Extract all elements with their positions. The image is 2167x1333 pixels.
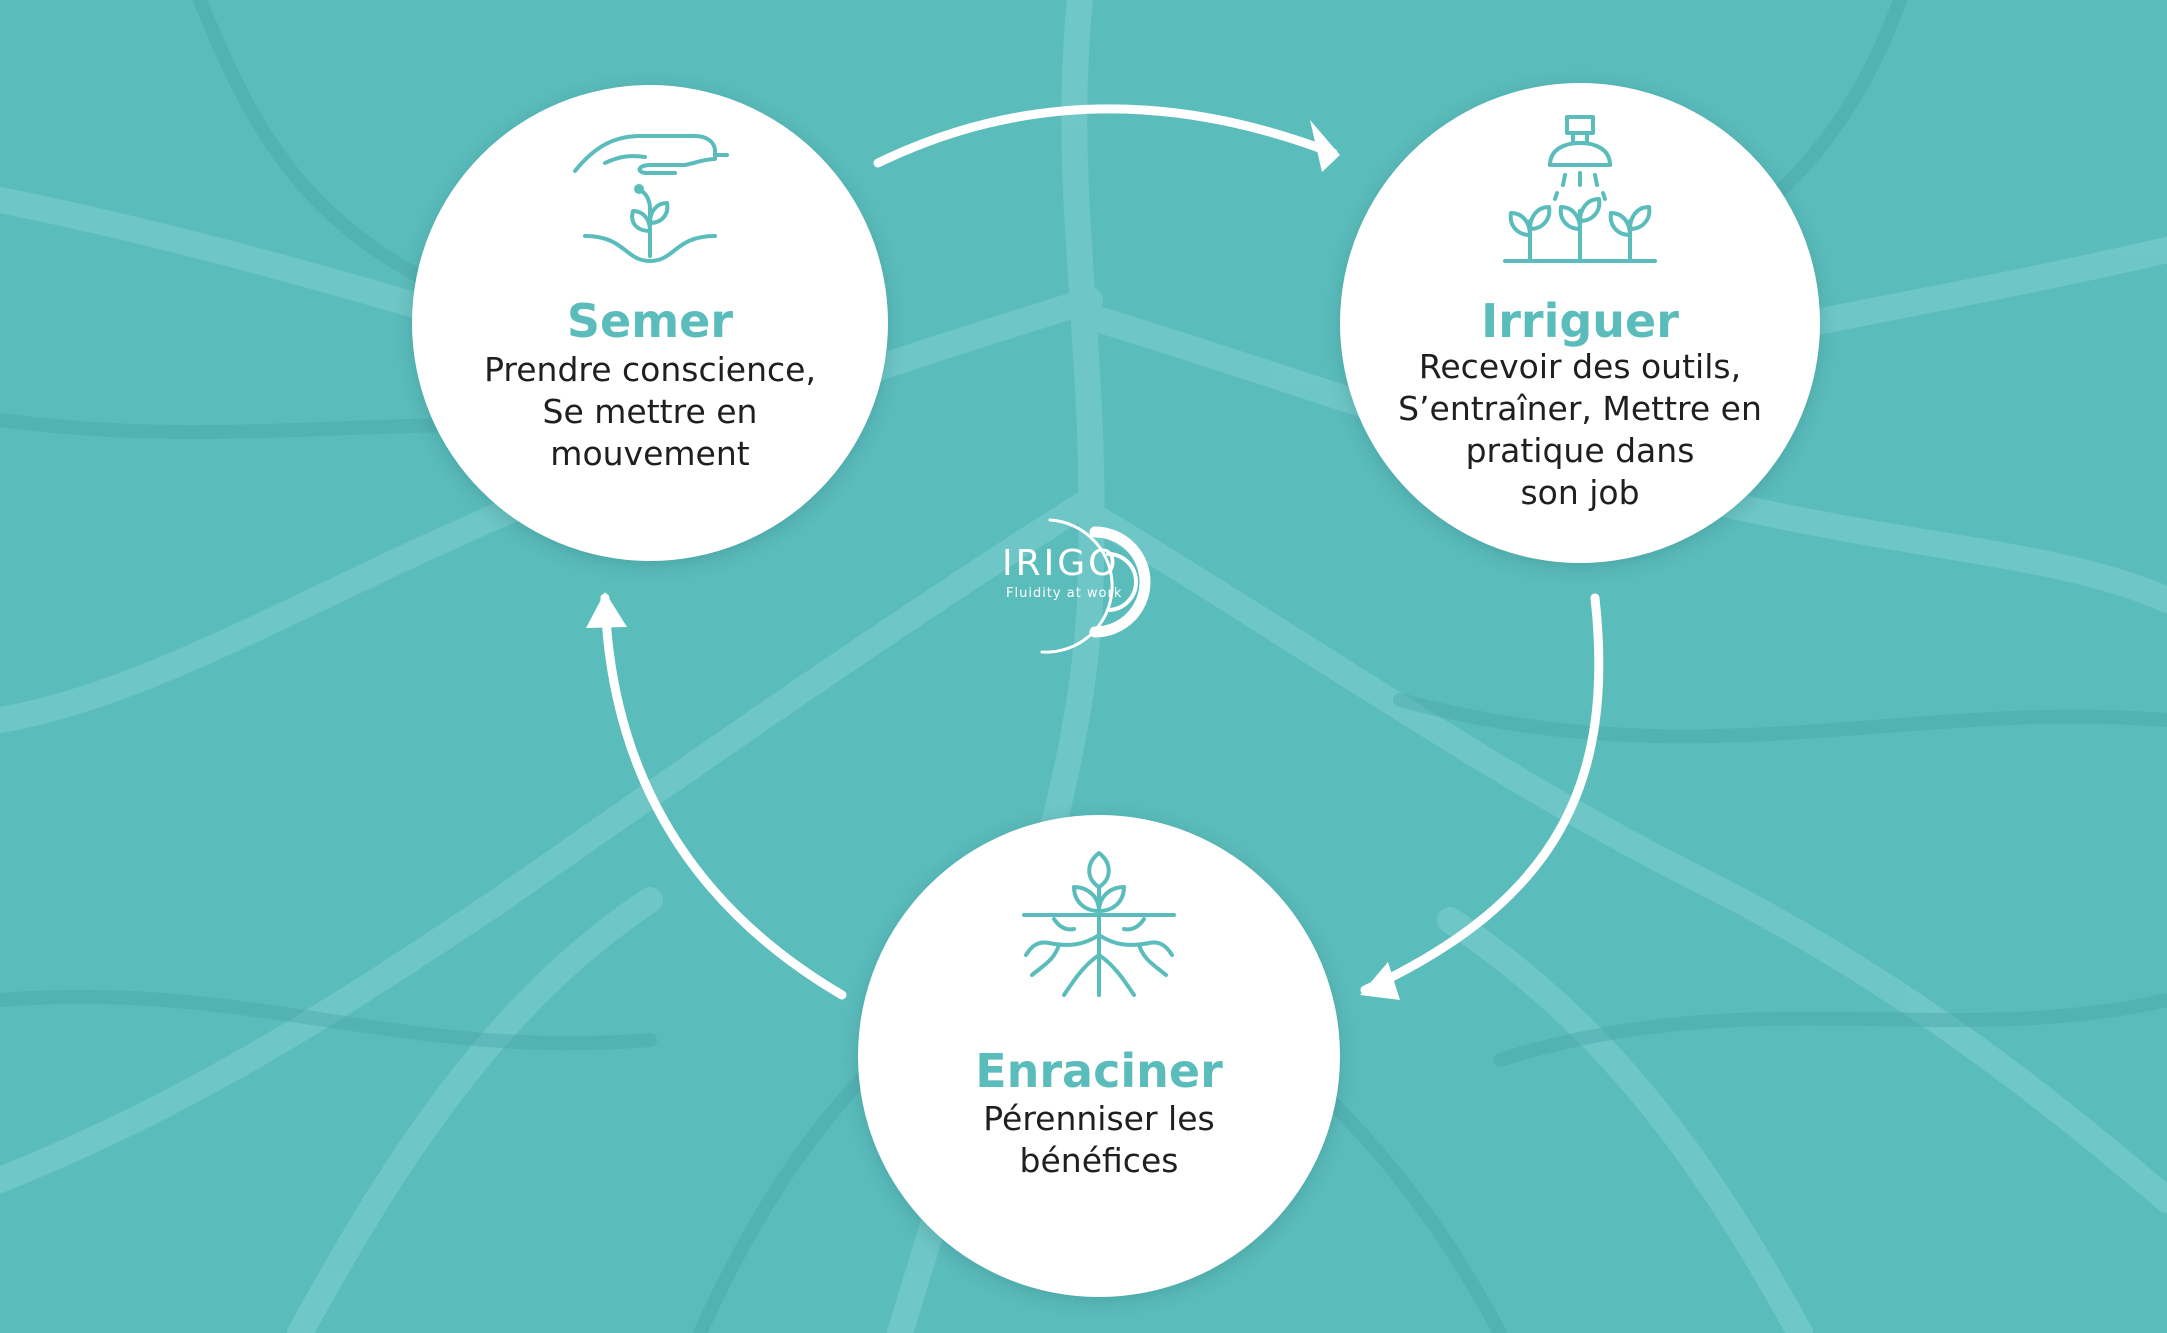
arrow-enraciner-to-semer [600,593,847,1000]
logo-wordmark: IRIGO [1002,543,1120,584]
step-description: Pérenniser les bénéfices [983,1099,1215,1180]
watering-plants-icon [1503,115,1657,263]
logo-rings-icon [1040,518,1151,654]
step-title: Semer [566,294,734,348]
irigo-logo: IRIGO Fluidity at work [990,502,1190,662]
step-title: Enraciner [975,1044,1223,1098]
logo-tagline: Fluidity at work [1006,586,1123,601]
hand-sowing-seed-icon [573,134,729,263]
step-description: Recevoir des outils, S’entraîner, Mettre… [1398,347,1762,512]
step-title: Irriguer [1481,294,1679,348]
arrowhead-irriguer [1310,120,1340,172]
step-semer: Semer Prendre conscience, Se mettre en m… [412,85,888,561]
arrowhead-enraciner [1360,962,1400,1000]
rooted-sprout-icon [1022,851,1176,997]
step-enraciner: Enraciner Pérenniser les bénéfices [858,815,1340,1297]
arrowhead-semer [586,592,627,628]
arrow-semer-to-irriguer [873,104,1338,168]
arrow-irriguer-to-enraciner [1360,593,1604,995]
step-description: Prendre conscience, Se mettre en mouveme… [484,350,816,473]
step-irriguer: Irriguer Recevoir des outils, S’entraîne… [1340,83,1820,563]
